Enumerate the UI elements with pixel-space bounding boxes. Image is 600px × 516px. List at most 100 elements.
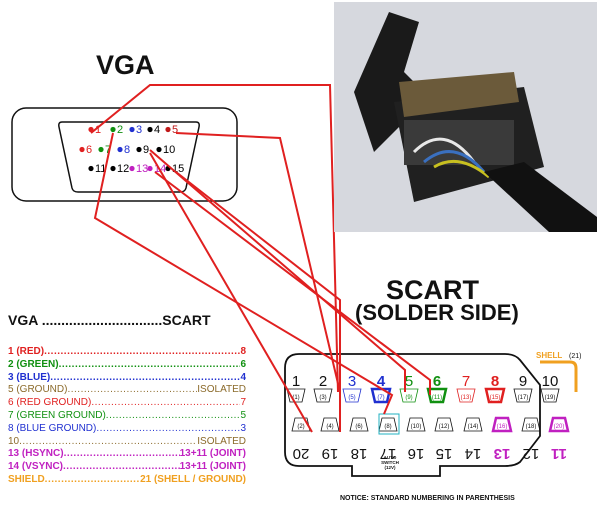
legend-vga-pin: 2 (GREEN) [8, 358, 59, 370]
scart-pin-number: (18) [526, 424, 537, 430]
vga-pin-dot [110, 165, 116, 172]
scart-pin-label: 12 [523, 445, 540, 462]
scart-pin-number: (11) [432, 395, 442, 401]
scart-title: SCART [386, 275, 479, 305]
scart-pin-label: 3 [348, 373, 356, 390]
numbering-notice: NOTICE: STANDARD NUMBERING IN PARENTHESI… [340, 495, 515, 502]
scart-pin-number: (5) [348, 395, 355, 401]
scart-pin-contact [378, 417, 398, 432]
scart-pin-contact [342, 388, 362, 403]
scart-pin-contact [484, 387, 506, 404]
scart-pin-number: (4) [326, 424, 333, 430]
vga-pin-dot [129, 165, 135, 172]
legend-leader-dots [59, 359, 241, 372]
legend-scart-pin: 8 [240, 346, 246, 357]
connector-photo [334, 2, 597, 232]
vga-pin-dot [88, 165, 94, 172]
scart-pin-label: 13 [494, 445, 511, 462]
scart-pin-label: 6 [433, 373, 441, 390]
scart-pin-number: (9) [405, 395, 412, 401]
legend-leader-dots [64, 448, 180, 461]
legend-vga-pin: 7 (GREEN GROUND) [8, 409, 106, 421]
legend-vga-pin: 14 (VSYNC) [8, 461, 64, 473]
scart-pin-number: (1) [292, 395, 299, 401]
scart-pin-label: 15 [436, 445, 453, 462]
pin-block [399, 72, 519, 117]
shell-wire [540, 360, 578, 392]
scart-pin-label: 2 [319, 373, 327, 390]
plug-housing [354, 12, 429, 152]
wire-vga10-scart18 [149, 152, 313, 433]
legend-row: 8 (BLUE GROUND) 3 [8, 423, 246, 436]
legend-vga-pin: 5 (GROUND) [8, 384, 68, 396]
vga-connector-plate [11, 107, 238, 202]
cable [484, 162, 597, 232]
connector-photo-drawing [334, 2, 597, 232]
scart-pin-number: (10) [411, 424, 422, 430]
legend-vga-pin: 8 (BLUE GROUND) [8, 422, 97, 434]
legend-leader-dots [96, 423, 240, 436]
scart-pin-contact [313, 388, 333, 403]
scart-pin-number: (2) [297, 424, 304, 430]
vga-pin-label: 7 [105, 144, 111, 156]
legend-leader-dots [63, 461, 180, 474]
scart-pin-contact [540, 388, 560, 403]
legend-row: 3 (BLUE)4 [8, 372, 246, 385]
vga-pin-dot [147, 165, 153, 172]
scart-top-row: 1(1)2(3)3(5)4(7)5(9)6(11)7(13)8(15)9(17)… [286, 373, 560, 404]
scart-pin-number: (8) [384, 424, 391, 430]
scart-pin-label: 9 [519, 373, 527, 390]
legend-leader-dots [50, 372, 240, 385]
scart-pin-number: (15) [490, 395, 501, 401]
scart-pin-number: (20) [554, 424, 565, 430]
legend-vga-pin: 13 (HSYNC) [8, 448, 64, 460]
scart-pin-number: (6) [355, 424, 362, 430]
legend-leader-dots [45, 474, 140, 487]
legend-scart-pin: 3 [240, 422, 246, 434]
shell-label: SHELL [536, 351, 562, 360]
legend-leader-dots [106, 410, 241, 423]
legend-row: 6 (RED GROUND) 7 [8, 397, 246, 410]
legend-leader-dots [67, 384, 197, 397]
scart-pin-contact [406, 417, 426, 432]
legend-scart-pin: 13+11 (JOINT) [179, 448, 246, 460]
legend-scart-pin: ISOLATED [197, 435, 246, 447]
shell-pin-number: (21) [569, 353, 581, 360]
scart-pin-contact [426, 387, 448, 404]
scart-pin-contact [349, 417, 369, 432]
legend-leader-dots [19, 436, 197, 449]
legend-vga-pin: 6 (RED GROUND) [8, 397, 92, 409]
scart-pin-number: (3) [319, 395, 326, 401]
scart-pin-label: 7 [462, 373, 470, 390]
vga-pin-label: 6 [86, 144, 92, 156]
legend-row: 7 (GREEN GROUND)5 [8, 410, 246, 423]
wire-group [90, 84, 431, 433]
wire-vga2-scart6 [93, 132, 394, 415]
legend-vga-pin: 10 [8, 435, 20, 447]
scart-pin-label: 8 [491, 373, 499, 390]
scart-pin-label: 16 [408, 445, 425, 462]
vga-pin-label: 11 [95, 163, 106, 175]
scart-pin-number: (16) [497, 424, 508, 430]
scart-pin-label: 11 [551, 445, 567, 462]
vga-pin-label: 10 [163, 144, 175, 156]
vga-pin-dot [136, 146, 142, 153]
scart-pin-number: (14) [468, 424, 479, 430]
auto-switch-label: AUTO SWITCH (12V) [381, 455, 399, 470]
scart-pin-label: 4 [377, 373, 386, 390]
legend-row: SHIELD21 (SHELL / GROUND) [8, 474, 246, 487]
vga-pin-label: 13 [136, 163, 148, 175]
vga-pin-label: 3 [136, 124, 142, 136]
scart-pin-contact [513, 388, 533, 403]
scart-pin-contact [286, 388, 306, 403]
vga-pin-label: 5 [172, 124, 178, 136]
scart-pin-label: 5 [405, 373, 413, 390]
wire-vga-ground-scart5 [149, 149, 406, 392]
legend-scart-pin: 7 [240, 397, 246, 409]
vga-pin-dot [165, 126, 171, 133]
scart-pin-contact [521, 417, 541, 432]
scart-pin-contact [370, 387, 392, 404]
scart-pin-number: (13) [461, 395, 472, 401]
